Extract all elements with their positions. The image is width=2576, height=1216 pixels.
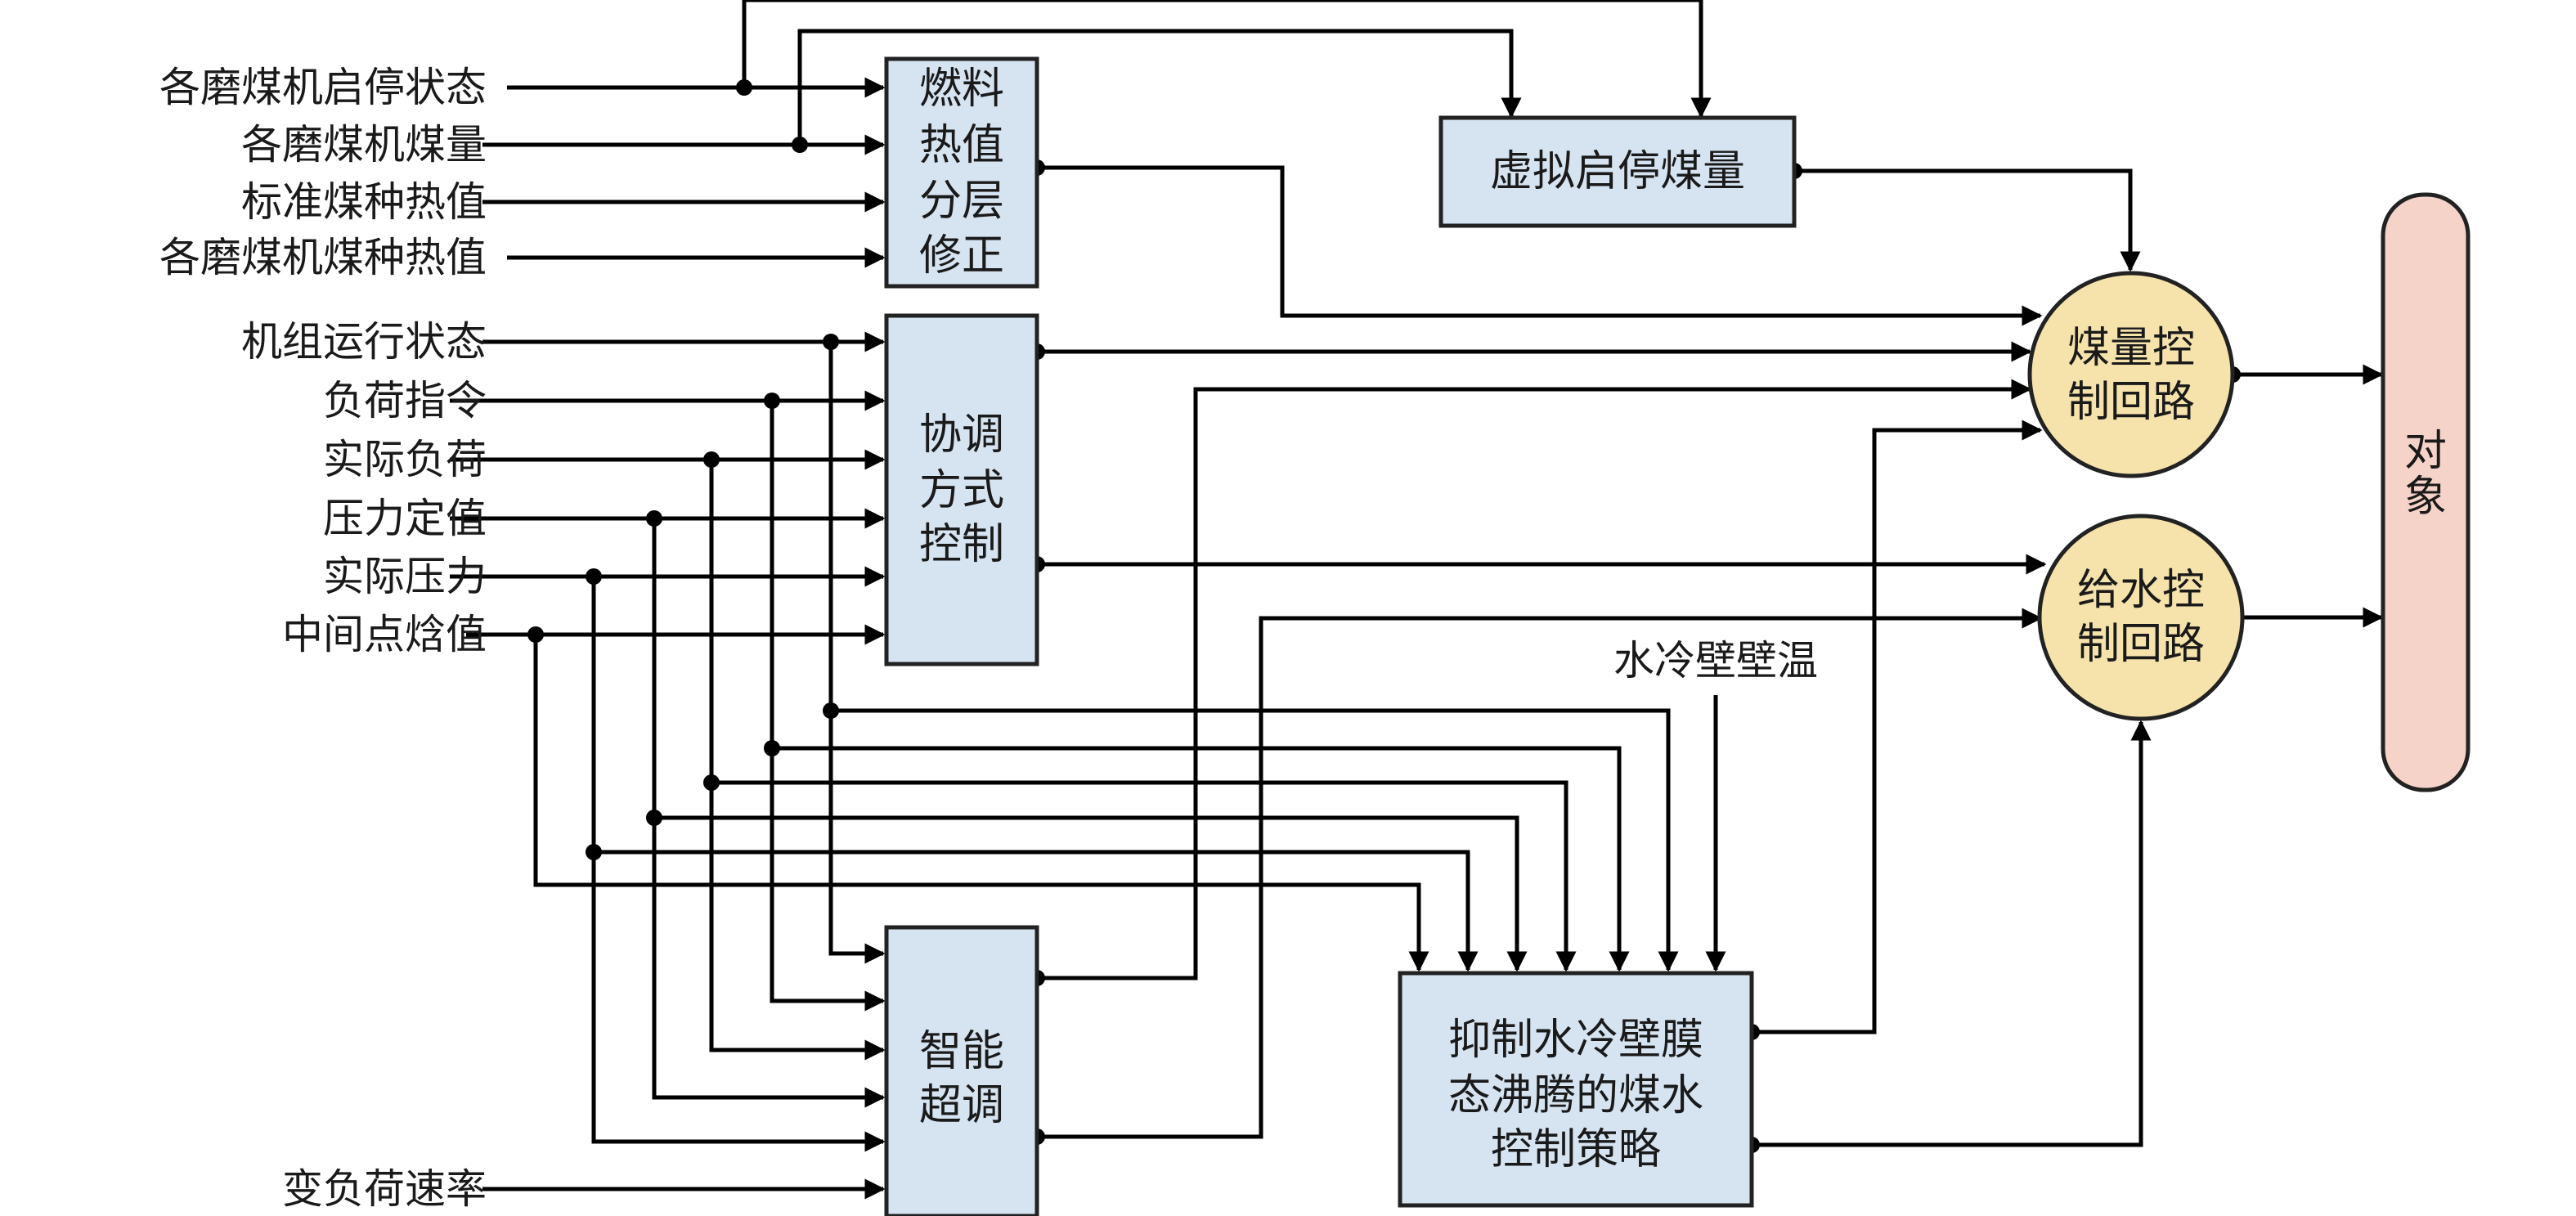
fuel-block-line-3: 分层 <box>919 177 1004 226</box>
smart-block-line-2: 超调 <box>919 1081 1004 1130</box>
virtual-block-label: 虚拟启停煤量 <box>1490 147 1745 196</box>
input-actual-pressure: 实际压力 <box>323 553 487 600</box>
coal-loop-line-1: 煤量控 <box>2067 324 2195 373</box>
coal-control-loop: 煤量控 制回路 <box>2027 271 2235 478</box>
coal-loop-line-2: 制回路 <box>2067 378 2195 427</box>
suppress-block-line-2: 态沸腾的煤水 <box>1448 1071 1703 1120</box>
coordination-control-block: 协调 方式 控制 <box>884 313 1039 666</box>
fuel-block-line-1: 燃料 <box>919 65 1004 114</box>
object-line-1: 对 <box>2404 427 2447 476</box>
suppress-block-line-3: 控制策略 <box>1491 1125 1661 1174</box>
input-mid-enthalpy: 中间点焓值 <box>282 611 487 658</box>
input-labels: 各磨煤机启停状态 各磨煤机煤量 标准煤种热值 各磨煤机煤种热值 机组运行状态 负… <box>159 64 1818 1213</box>
input-mill-coal: 各磨煤机煤量 <box>241 121 487 168</box>
input-mill-heat: 各磨煤机煤种热值 <box>159 234 487 281</box>
input-actual-load: 实际负荷 <box>323 436 487 483</box>
smart-overshoot-block: 智能 超调 <box>884 925 1039 1216</box>
input-unit-status: 机组运行状态 <box>241 318 487 366</box>
input-wall-temp: 水冷壁壁温 <box>1613 637 1818 684</box>
fuel-block-line-4: 修正 <box>919 231 1004 280</box>
input-load-rate: 变负荷速率 <box>282 1165 487 1213</box>
object-line-2: 象 <box>2404 473 2447 522</box>
signal-lines <box>450 0 2384 1200</box>
suppress-film-boiling-block: 抑制水冷壁膜 态沸腾的煤水 控制策略 <box>1398 971 1754 1208</box>
water-control-loop: 给水控 制回路 <box>2037 514 2245 721</box>
smart-block-line-1: 智能 <box>919 1027 1004 1076</box>
fuel-heat-correction-block: 燃料 热值 分层 修正 <box>884 56 1039 289</box>
suppress-block-line-1: 抑制水冷壁膜 <box>1448 1016 1703 1065</box>
fuel-block-line-2: 热值 <box>919 121 1004 170</box>
controlled-object: 对 象 <box>2381 192 2471 792</box>
water-loop-line-1: 给水控 <box>2077 566 2205 615</box>
input-load-cmd: 负荷指令 <box>323 377 487 424</box>
input-std-heat: 标准煤种热值 <box>241 178 487 226</box>
water-loop-line-2: 制回路 <box>2077 620 2205 669</box>
input-pressure-setpoint: 压力定值 <box>323 495 487 542</box>
coord-block-line-2: 方式 <box>919 466 1004 515</box>
coord-block-line-3: 控制 <box>919 520 1004 569</box>
coord-block-line-1: 协调 <box>919 411 1004 460</box>
virtual-start-stop-coal-block: 虚拟启停煤量 <box>1438 115 1797 228</box>
input-mill-status: 各磨煤机启停状态 <box>159 64 487 111</box>
